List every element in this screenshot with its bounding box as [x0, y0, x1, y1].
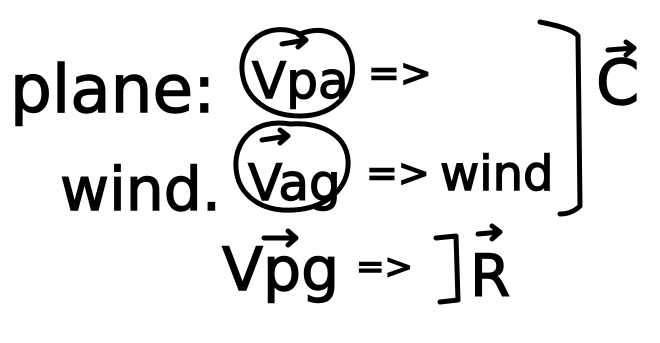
row2-vector: Vag — [248, 154, 341, 212]
row1-arrow: => — [368, 51, 432, 95]
row2-meaning: wind — [440, 146, 553, 202]
row1-vector: Vpa — [252, 52, 349, 110]
vag-arrow-over — [259, 127, 291, 146]
row1-label: plane: — [10, 51, 215, 128]
upper-label-arrow — [605, 39, 637, 58]
row3-arrow: => — [356, 247, 413, 287]
lower-label-arrow — [475, 223, 503, 242]
vpa-arrow-over — [279, 31, 309, 50]
upper-bracket-label: C — [596, 46, 639, 119]
row3-vector: Vpg — [222, 235, 339, 305]
lower-bracket-label: R — [470, 242, 510, 310]
upper-bracket — [537, 19, 583, 217]
vpa-circle — [239, 27, 355, 119]
lower-bracket — [433, 233, 461, 305]
vpg-arrow-over — [261, 228, 299, 248]
row2-arrow: => — [366, 151, 430, 195]
vag-circle — [233, 120, 351, 213]
row2-label: wind. — [60, 155, 221, 225]
